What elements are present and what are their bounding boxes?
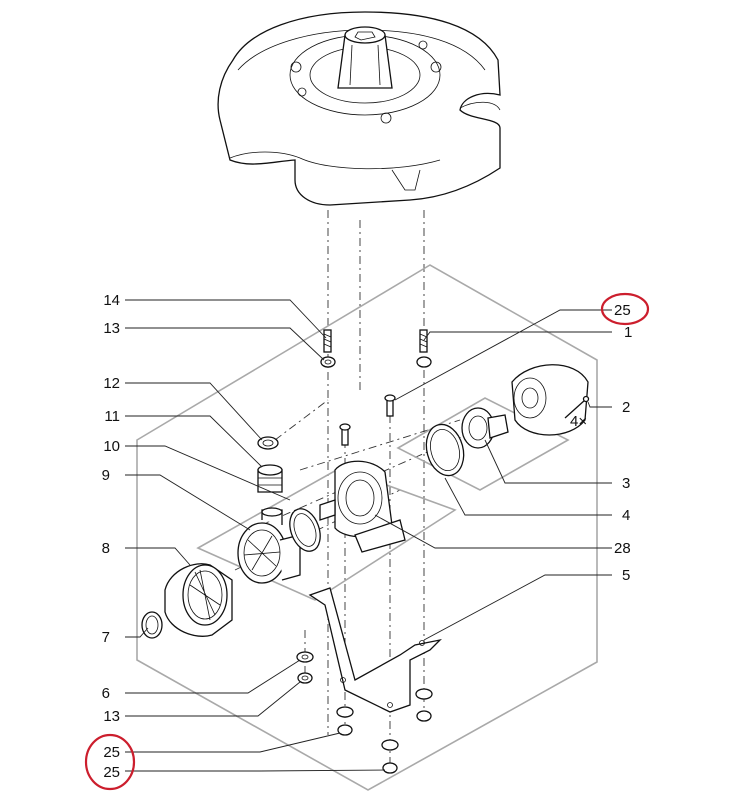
label-part-2-qty: 4× (570, 413, 587, 430)
float-housing (217, 11, 501, 206)
impeller-3 (461, 407, 509, 449)
label-part-28: 28 (614, 540, 631, 557)
gasket-4 (425, 423, 465, 477)
filter-8 (164, 563, 233, 637)
label-part-13-bottom: 13 (103, 708, 120, 725)
group-outline-pump (196, 467, 457, 601)
label-part-5: 5 (622, 567, 630, 584)
label-part-12: 12 (103, 375, 120, 392)
label-part-25-bottom-a: 25 (103, 744, 120, 761)
highlight-circle-top (600, 292, 650, 326)
label-part-25-bottom-b: 25 (103, 764, 120, 781)
pump-housing-9 (237, 507, 301, 584)
stud-14 (323, 329, 332, 353)
screws-2 (564, 395, 590, 419)
clamp-7 (141, 611, 163, 639)
o-ring-10 (289, 508, 321, 552)
screw-25-top (384, 394, 396, 417)
label-part-7: 7 (102, 629, 110, 646)
label-part-9: 9 (102, 467, 110, 484)
label-part-14: 14 (103, 292, 120, 309)
nut-13-bottom (297, 672, 313, 684)
stud-right (416, 329, 432, 368)
highlight-circle-bottom (84, 733, 136, 791)
label-part-3: 3 (622, 475, 630, 492)
label-part-25-top: 25 (614, 302, 631, 319)
label-part-4: 4 (622, 507, 630, 524)
washer-6 (296, 651, 314, 663)
washer-12 (257, 436, 279, 450)
motor-cap (511, 364, 589, 436)
nut-13-top (320, 356, 336, 368)
bottom-washers (336, 688, 433, 774)
label-part-10: 10 (103, 438, 120, 455)
group-outline-main (136, 264, 598, 791)
adapter-11 (257, 464, 283, 493)
label-part-13-top: 13 (103, 320, 120, 337)
motor-block-28 (319, 460, 406, 553)
label-part-2: 2 (622, 399, 630, 416)
group-outline-motor (396, 397, 570, 491)
label-part-8: 8 (102, 540, 110, 557)
screw-center (339, 423, 351, 446)
label-part-1: 1 (624, 324, 632, 341)
label-part-11: 11 (104, 408, 120, 425)
leader-lines (125, 299, 612, 772)
bracket-5 (308, 587, 442, 713)
label-part-6: 6 (102, 685, 110, 702)
